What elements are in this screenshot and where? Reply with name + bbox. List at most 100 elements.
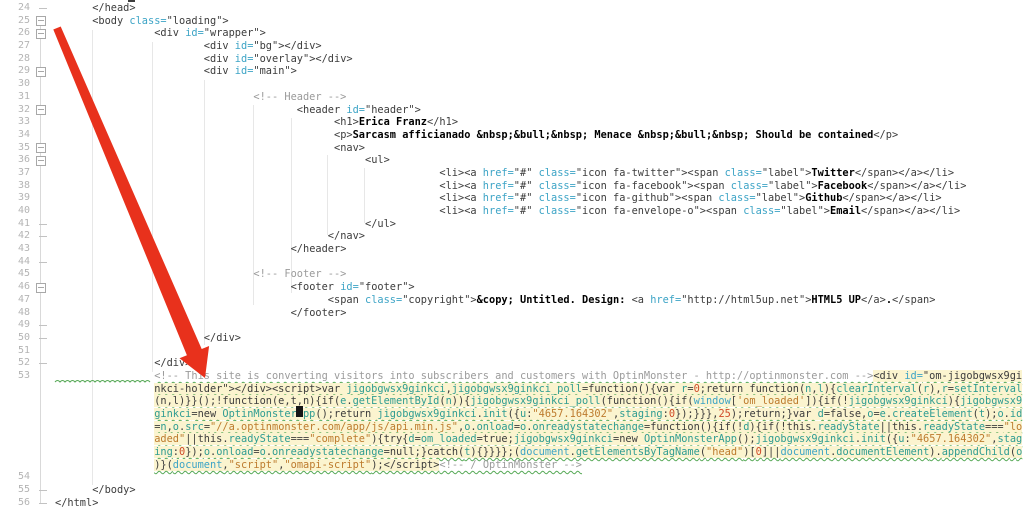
code-text[interactable]: <body class="loading"> (55, 15, 1024, 28)
code-token: = (873, 408, 880, 420)
fold-toggle-icon[interactable] (36, 143, 46, 154)
code-text[interactable] (55, 78, 1024, 91)
code-text[interactable]: <!-- This site is converting visitors in… (55, 369, 1024, 383)
fold-toggle-icon[interactable] (36, 66, 46, 77)
code-text[interactable]: </div> (55, 332, 1024, 345)
code-line: 41</ul> (0, 218, 1024, 231)
fold-toggle-icon[interactable] (36, 155, 46, 166)
code-token: "icon fa-facebook"><span (575, 179, 731, 192)
line-number: 50 (17, 331, 30, 343)
code-token: );</script> (371, 458, 440, 471)
code-token: "label"> (780, 205, 831, 217)
code-text[interactable] (55, 345, 1024, 358)
code-token: window (693, 395, 731, 408)
code-token: );return;}var (730, 408, 818, 420)
code-token: onload (216, 446, 254, 459)
gutter-mark-column (33, 104, 55, 117)
fold-toggle-icon[interactable] (36, 16, 46, 27)
code-token: r (922, 382, 930, 395)
fold-toggle-icon[interactable] (36, 28, 46, 39)
code-token: </a> (861, 293, 886, 306)
code-token: </nav> (327, 230, 365, 243)
code-token: setInterval (954, 382, 1023, 395)
code-token: "complete" (309, 433, 372, 446)
code-token: init (482, 408, 508, 420)
code-text[interactable]: <li><a href="#" class="icon fa-github"><… (55, 192, 1024, 205)
code-token: r (681, 382, 688, 395)
code-token: aded" (154, 433, 186, 446)
gutter-mark-column (33, 129, 55, 142)
code-text[interactable]: <header id="header"> (55, 104, 1024, 117)
fold-toggle-icon[interactable] (36, 105, 46, 115)
code-text[interactable]: <footer id="footer"> (55, 281, 1024, 294)
code-token: ||this. (879, 420, 924, 433)
code-token: , (445, 382, 452, 395)
code-text[interactable] (55, 319, 1024, 332)
code-line: 32<header id="header"> (0, 104, 1024, 117)
code-text[interactable]: <li><a href="#" class="icon fa-twitter">… (55, 167, 1024, 180)
code-token: </span></a></li> (867, 179, 967, 192)
code-text[interactable]: =n,o.src="//a.optinmonster.com/app/js/ap… (55, 420, 1024, 434)
code-text[interactable]: nkci-holder"></div><script>var jigobgwsx… (55, 382, 1024, 396)
code-text[interactable]: </div> (55, 357, 1024, 370)
code-text[interactable]: <li><a href="#" class="icon fa-facebook"… (55, 180, 1024, 193)
code-text[interactable]: <p>Sarcasm afficianado &nbsp;&bull;&nbsp… (55, 129, 1024, 142)
gutter-mark-column (33, 40, 55, 53)
code-text[interactable]: ing:0});o.onload=o.onreadystatechange=nu… (55, 446, 1024, 459)
code-text[interactable]: </body> (55, 484, 1024, 497)
code-token: jigobgwsx9ginkci_poll (470, 395, 601, 408)
code-text[interactable]: aded"||this.readyState==="complete"){try… (55, 433, 1024, 446)
code-text[interactable] (55, 256, 1024, 269)
code-token: class= (730, 179, 768, 192)
code-token: </head> (92, 2, 136, 14)
code-text[interactable]: </nav> (55, 230, 1024, 243)
code-line: 30 (0, 78, 1024, 91)
line-number: 24 (17, 2, 30, 13)
code-token: jigobgwsx9ginkci (377, 408, 477, 420)
code-token: Twitter (811, 166, 855, 179)
code-token: <div (154, 27, 186, 40)
code-text[interactable]: )}(document,"script","omapi-script");</s… (55, 458, 1024, 472)
code-text[interactable]: </ul> (55, 218, 1024, 231)
code-text[interactable]: <nav> (55, 142, 1024, 155)
code-text[interactable]: ginkci=new OptinMonsterApp();return jigo… (55, 408, 1024, 421)
fold-toggle-icon[interactable] (36, 282, 46, 293)
code-line: 33<h1>Erica Franz</h1> (0, 116, 1024, 129)
code-token: d (817, 408, 824, 420)
code-token: clearInterval (836, 382, 917, 395)
code-token: HTML5 UP (811, 293, 861, 306)
line-number: 46 (17, 281, 30, 293)
code-text[interactable]: <!-- Header --> (55, 91, 1024, 104)
code-text[interactable]: <span class="copyright">&copy; Untitled.… (55, 294, 1024, 307)
code-text[interactable] (55, 471, 1024, 484)
code-text[interactable]: <!-- Footer --> (55, 268, 1024, 281)
code-text[interactable]: <h1>Erica Franz</h1> (55, 116, 1024, 129)
code-text[interactable]: </head> (55, 2, 1024, 15)
code-text[interactable]: (n,l)}}();!function(e,t,n){if(e.getEleme… (55, 395, 1024, 408)
gutter-mark-column (33, 2, 55, 15)
code-text[interactable]: <div id="overlay"></div> (55, 53, 1024, 66)
code-token: nkci-holder"></div><script>var (154, 382, 347, 395)
code-token: =function(){if(! (644, 420, 744, 433)
code-text[interactable]: </header> (55, 243, 1024, 256)
code-token: = (947, 382, 954, 395)
code-token: "head" (706, 446, 744, 459)
code-token: "footer"> (358, 281, 415, 294)
code-token: </header> (290, 243, 347, 256)
code-token: ). (929, 446, 942, 459)
code-text[interactable]: <div id="main"> (55, 65, 1024, 78)
code-text[interactable]: <ul> (55, 154, 1024, 167)
code-text[interactable]: </html> (55, 497, 1024, 510)
code-text[interactable]: <li><a href="#" class="icon fa-envelope-… (55, 205, 1024, 218)
code-line: 28<div id="overlay"></div> (0, 53, 1024, 66)
line-number: 34 (17, 128, 30, 140)
code-text[interactable]: <div id="bg"></div> (55, 40, 1024, 53)
code-token: jigobgwsx9ginkci (848, 395, 948, 408)
line-number: 31 (17, 90, 30, 102)
gutter-mark-column (33, 446, 55, 459)
code-token: ]|| (761, 446, 781, 459)
line-number (0, 421, 33, 434)
code-text[interactable]: </footer> (55, 307, 1024, 320)
code-text[interactable]: <div id="wrapper"> (55, 27, 1024, 40)
